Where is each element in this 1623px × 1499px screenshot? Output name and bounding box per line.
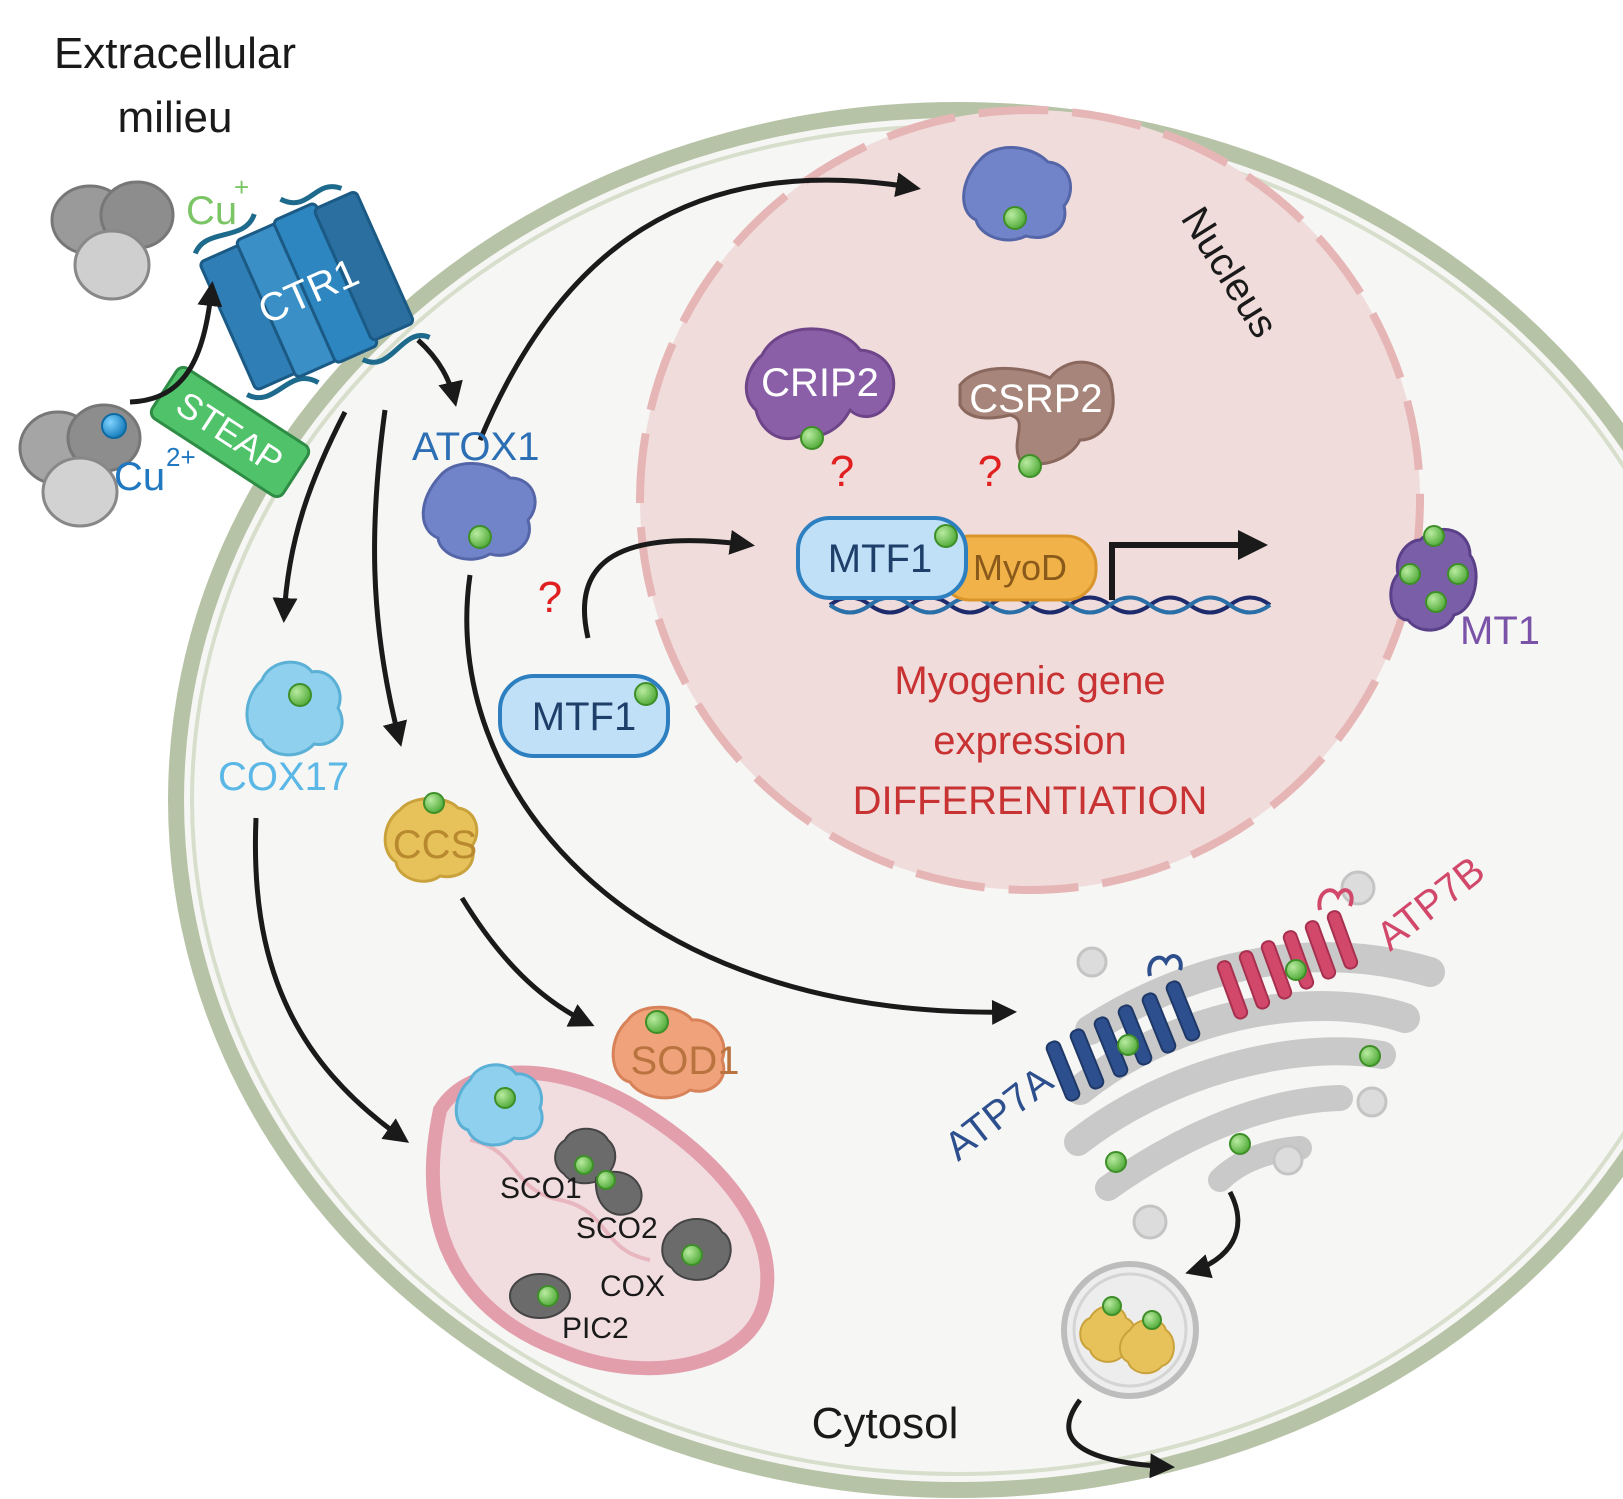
mtf1-nuclear-copper bbox=[934, 524, 958, 548]
arrow-golgi-to-vesicle bbox=[1185, 1190, 1241, 1279]
nucleus: Nucleus bbox=[636, 106, 1424, 894]
sco1-label: SCO1 bbox=[500, 1172, 582, 1205]
cox17-copper bbox=[288, 683, 312, 707]
question-mark-atox1-mtf1: ? bbox=[538, 573, 562, 622]
myod-label: MyoD bbox=[973, 547, 1067, 588]
cu-plus-label: Cu bbox=[186, 189, 237, 233]
crip2-label: CRIP2 bbox=[761, 361, 879, 405]
cox17-protein bbox=[245, 660, 344, 757]
csrp2-protein: CSRP2 bbox=[958, 360, 1115, 478]
sco2-label: SCO2 bbox=[576, 1212, 658, 1245]
arrow-atox1-to-atp7 bbox=[464, 574, 1017, 1025]
golgi-copper-ions bbox=[1105, 1045, 1381, 1173]
atox1-copper bbox=[468, 525, 492, 549]
atp7b-transporter bbox=[1216, 888, 1359, 1020]
atox1-nuclear-copper bbox=[1003, 206, 1027, 230]
ccs-label: CCS bbox=[393, 823, 477, 867]
arrow-ctr1-to-ccs bbox=[372, 409, 408, 747]
sod1-protein: SOD1 bbox=[611, 1005, 740, 1100]
arrow-ctr1-to-cox17 bbox=[272, 410, 348, 623]
mtf1-cytosolic-label: MTF1 bbox=[532, 695, 636, 739]
cu-2plus-label: Cu bbox=[114, 455, 165, 499]
copper-carrier-protein-top bbox=[50, 180, 175, 301]
arrow-ccs-to-sod1 bbox=[459, 896, 595, 1027]
arrow-mtf1-to-nucleus bbox=[581, 530, 755, 639]
sco1-protein bbox=[554, 1127, 617, 1185]
extracellular-label-line1: Extracellular bbox=[54, 29, 296, 78]
question-mark-csrp2: ? bbox=[978, 447, 1002, 496]
cox-protein bbox=[661, 1217, 732, 1281]
cox-label: COX bbox=[600, 1270, 665, 1303]
arrow-vesicle-export bbox=[1066, 1398, 1175, 1479]
ctr1-transporter: CTR1 bbox=[192, 184, 431, 401]
mtf1-nuclear-label: MTF1 bbox=[828, 537, 932, 581]
cu-2plus-sup: 2+ bbox=[166, 442, 196, 472]
gene-expression-line2: expression bbox=[933, 719, 1126, 763]
cox17-label: COX17 bbox=[218, 755, 349, 799]
atox1-protein bbox=[421, 462, 537, 561]
arrow-ctr1-to-atox1 bbox=[416, 338, 463, 407]
sco1-copper bbox=[574, 1155, 594, 1175]
csrp2-label: CSRP2 bbox=[969, 377, 1102, 421]
cu-plus-sup: + bbox=[234, 172, 249, 202]
cu2-ion bbox=[101, 413, 127, 439]
mito-cox17-copper bbox=[494, 1087, 516, 1109]
sco2-copper bbox=[596, 1170, 616, 1190]
pic2-protein bbox=[509, 1273, 571, 1319]
mt1-label: MT1 bbox=[1460, 609, 1540, 653]
myod-factor: MyoD bbox=[938, 534, 1098, 602]
csrp2-copper bbox=[1018, 454, 1042, 478]
crip2-copper bbox=[800, 426, 824, 450]
mt1-protein bbox=[1389, 525, 1478, 632]
atp7a-transporter bbox=[1045, 954, 1201, 1102]
extracellular-label-line2: milieu bbox=[118, 93, 233, 142]
arrow-cox17-to-mito bbox=[252, 817, 410, 1143]
question-mark-crip2: ? bbox=[830, 447, 854, 496]
ccs-protein: CCS bbox=[383, 792, 479, 883]
mtf1-cytosolic: MTF1 bbox=[498, 674, 670, 758]
nuclear-envelope bbox=[636, 106, 1424, 894]
copper-carrier-protein-bottom bbox=[18, 403, 142, 528]
cytosol-label: Cytosol bbox=[812, 1399, 959, 1448]
arrow-cu2-to-ctr1 bbox=[129, 281, 223, 405]
sco2-protein bbox=[594, 1170, 643, 1216]
atox1-nuclear-protein bbox=[962, 146, 1073, 242]
gene-expression-line1: Myogenic gene bbox=[894, 659, 1165, 703]
pathway-arrows bbox=[129, 172, 1241, 1479]
cox-copper bbox=[681, 1244, 703, 1266]
sod1-copper bbox=[645, 1010, 669, 1034]
crip2-protein: CRIP2 bbox=[744, 327, 896, 450]
pic2-label: PIC2 bbox=[562, 1312, 629, 1345]
arrow-atox1-to-nucleus bbox=[477, 172, 921, 441]
atox1-label: ATOX1 bbox=[412, 425, 539, 469]
mito-cox17-protein bbox=[454, 1063, 544, 1147]
nucleus-body bbox=[640, 110, 1420, 890]
mtf1-cytosolic-copper bbox=[634, 682, 658, 706]
sod1-label: SOD1 bbox=[631, 1039, 740, 1083]
transcription-start-arrow bbox=[1109, 530, 1268, 600]
secretory-vesicle bbox=[1061, 1261, 1199, 1399]
mtf1-nuclear: MTF1 bbox=[796, 516, 968, 600]
gene-expression-line3: DIFFERENTIATION bbox=[853, 779, 1208, 823]
pic2-copper bbox=[537, 1285, 559, 1307]
ccs-copper bbox=[423, 792, 445, 814]
